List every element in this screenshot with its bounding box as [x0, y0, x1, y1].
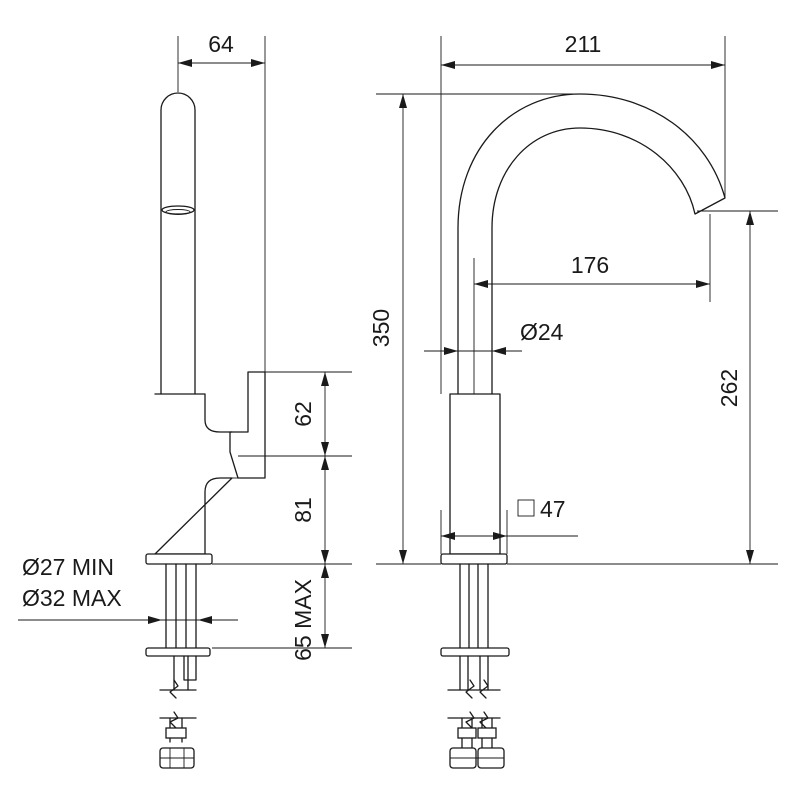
side-spout-tube: [160, 92, 196, 395]
dim-side-hole-max: Ø32 MAX: [22, 585, 122, 611]
square-symbol-icon: [517, 499, 535, 517]
front-base-flange: [440, 553, 508, 565]
front-view: 211 350 176 Ø24 262 47: [368, 31, 778, 769]
dim-front-reach-total: 211: [565, 31, 602, 57]
side-deck-nut: [145, 647, 211, 657]
front-deck-nut: [440, 647, 510, 657]
dim-side-hole-min: Ø27 MIN: [22, 554, 114, 580]
dim-front-body-square: 47: [540, 496, 566, 522]
side-lever-handle: [229, 371, 266, 479]
dim-front-outlet-height: 262: [716, 369, 742, 407]
front-gooseneck-spout: [457, 93, 726, 395]
side-view: 64 62 81 65 MAX Ø27 MIN Ø32 MAX: [18, 31, 352, 769]
side-base-flange: [145, 553, 213, 565]
dim-front-total-height: 350: [368, 309, 394, 347]
dim-front-spout-diameter: Ø24: [520, 319, 564, 345]
dim-side-handle-height: 62: [290, 401, 316, 427]
dim-side-deck-thickness: 65 MAX: [290, 579, 316, 661]
dim-side-base-height: 81: [290, 497, 316, 523]
dim-side-spout-offset: 64: [208, 31, 234, 57]
side-aerator-ring: [161, 205, 195, 215]
side-faucet-body: [154, 393, 233, 555]
dim-front-reach-spout: 176: [571, 252, 609, 278]
front-faucet-body: [449, 393, 501, 555]
